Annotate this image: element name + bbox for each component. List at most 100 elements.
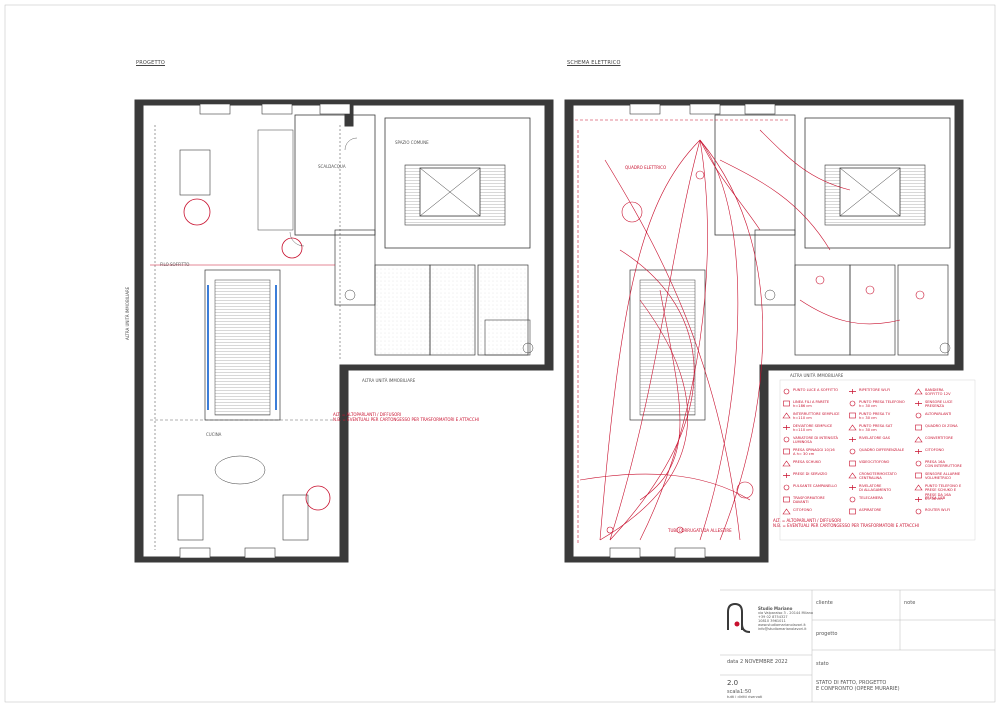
legend-item-smoke: RIVELATORE DI ALLAGAMENTO — [848, 484, 891, 493]
legend-item-dimmer: VARIATORE DI INTENSITÀ LUMINOSA — [782, 436, 838, 445]
legend-label: PRESA USB — [925, 496, 946, 500]
alarm-icon — [783, 496, 790, 503]
legend-item-camera: TELECAMERA — [848, 496, 883, 503]
label-altra-unita-bottom: ALTRA UNITÀ IMMOBILIARE — [362, 378, 416, 383]
studio-email: info@studiomarianolavori.it — [758, 627, 807, 631]
legend-item-switch: INTERRUTTORE SEMPLICE h=110 cm — [782, 412, 840, 421]
legend-label: SENSORE ALLARME VOLUMETRICO — [925, 472, 961, 481]
legend-item-speaker: ALTOPARLANTI — [914, 412, 951, 419]
legend-label: RIVELATORE DI ALLAGAMENTO — [859, 484, 892, 493]
label-altra-unita-left: ALTRA UNITÀ IMMOBILIARE — [125, 286, 130, 340]
legend-item-socket: PRESA SPINAGGI 10/16 A h= 30 cm — [782, 448, 835, 457]
legend-item-tv-socket: CITOFONO — [914, 448, 944, 455]
ceiling-light-icon — [783, 388, 790, 395]
legend-label: BANDIERA SOFFITTO 12V — [925, 388, 951, 397]
usb-icon — [915, 497, 922, 502]
smoke-icon — [849, 485, 856, 490]
legend-item-wall-light: LINEA FILI A PARETE h=186 cm — [782, 400, 829, 409]
studio-name: Studio Mariano — [758, 606, 793, 611]
data-label: data — [727, 659, 739, 665]
legend-item-socket-kitchen: PRESA SCHUKO — [782, 460, 821, 467]
legend-item-sat: PUNTO PRESA SAT h= 30 cm — [848, 424, 892, 433]
tv-socket-icon — [915, 449, 922, 454]
legend-item-shutter: PRESA 16A CON INTERRUTTORE — [914, 460, 962, 469]
legend-item-button: PULSANTE CAMPANELLO — [782, 484, 837, 491]
legend-label: PULSANTE CAMPANELLO — [793, 484, 838, 488]
legend-label: PUNTO PRESA SAT h= 30 cm — [859, 424, 893, 433]
legend-item-alarm-sensor: SENSORE ALLARME VOLUMETRICO — [914, 472, 960, 481]
presence-icon — [915, 401, 922, 406]
stato-label: stato — [816, 661, 829, 667]
legend-item-intercom: CITOFONO — [782, 508, 812, 515]
label-right-note: ALT. = ALTOPARLANTI / DIFFUSORI N.B. = E… — [773, 518, 919, 528]
legend-item-relay: RIVELATORE GAS — [848, 436, 890, 443]
legend-label: PRESA SCHUKO — [793, 460, 821, 464]
videophone-icon — [849, 460, 856, 467]
studio-address: via Valparaiso 3 - 20144 Milano — [758, 611, 813, 615]
legend-item-alarm: TRASFORMATORE DAVANTI — [782, 496, 825, 505]
phone-tv-icon — [914, 484, 923, 491]
legend-label: TRASFORMATORE DAVANTI — [793, 496, 825, 505]
label-tubi-corrugati: TUBI CORRUGATI DA ALLESTIRE — [668, 528, 732, 533]
legend-label: ROUTER WI-FI — [925, 508, 951, 512]
label-filo-soffitto: FILO SOFFITTO — [160, 262, 190, 267]
legend-label: INTERRUTTORE SEMPLICE h=110 cm — [793, 412, 840, 421]
legend-label: VIDEOCITOFONO — [859, 460, 890, 464]
shutter-icon — [915, 460, 922, 467]
legend-label: PUNTO PRESA TV h= 30 cm — [859, 412, 891, 421]
legend-item-zone-panel: QUADRO DI ZONA — [914, 424, 958, 431]
legend-item-aspirator: ASPIRATORE — [848, 508, 881, 515]
legend-item-videophone: VIDEOCITOFONO — [848, 460, 889, 467]
sat-icon — [848, 424, 857, 431]
panel-icon — [849, 448, 856, 455]
legend-label: PUNTO TELEFONO E PRESE SCHUKO E PRESE DA… — [925, 484, 962, 502]
rights-label: tutti i diritti riservati — [727, 695, 763, 699]
legend-item-wifi-router: ROUTER WI-FI — [914, 508, 950, 515]
socket-icon — [783, 448, 790, 455]
scala-label: scala — [727, 689, 740, 695]
legend-item-panel: QUADRO DIFFERENZIALE — [848, 448, 904, 455]
legend-label: RIPETITORE WI-FI — [859, 388, 891, 392]
wall-light-icon — [783, 400, 790, 407]
right-plan-title: SCHEMA ELETTRICO — [567, 60, 621, 66]
legend-item-deviator: DEVIATORE SEMPLICE h=110 cm — [782, 424, 832, 433]
note-label: note — [904, 600, 916, 606]
converter-icon — [914, 436, 923, 443]
electrical-wiring — [575, 119, 925, 545]
legend-label: CONVERTITORE — [925, 436, 954, 440]
bell-icon — [783, 473, 790, 478]
label-scaldacqua: SCALDACQUA — [318, 164, 346, 169]
legend-item-presence: SENSORE LUCE PRESENZA — [914, 400, 953, 409]
zone-panel-icon — [915, 424, 922, 431]
studio-phone: +39 02 8754327 — [758, 615, 788, 619]
dimmer-icon — [783, 436, 790, 443]
button-icon — [783, 484, 790, 491]
relay-icon — [849, 437, 856, 442]
label-spazio-comune: SPAZIO COMUNE — [395, 140, 429, 145]
speaker-icon — [915, 412, 922, 419]
legend-label: PRESA SPINAGGI 10/16 A h= 30 cm — [793, 448, 835, 457]
legend-label: SENSORE LUCE PRESENZA — [925, 400, 953, 409]
studio-logo-dot — [734, 621, 740, 627]
legend-label: ASPIRATORE — [859, 508, 882, 512]
studio-logo — [727, 602, 751, 633]
left-plan — [134, 99, 554, 563]
legend-item-wifi: RIPETITORE WI-FI — [848, 388, 890, 395]
progetto-label: progetto — [816, 631, 838, 637]
alarm-sensor-icon — [915, 472, 922, 479]
right-plan — [564, 99, 964, 563]
legend-item-converter: CONVERTITORE — [914, 436, 953, 443]
legend-item-thermostat: CRONOTERMOSTATO CENTRALINA — [848, 472, 897, 481]
left-plan-title: PROGETTO — [136, 60, 166, 66]
legend-label: PUNTO LUCE A SOFFITTO — [793, 388, 839, 392]
tv-icon — [849, 412, 856, 419]
legend-item-usb: PRESA USB — [914, 496, 945, 503]
legend-item-ceiling-light: PUNTO LUCE A SOFFITTO — [782, 388, 838, 395]
legend-label: TELECAMERA — [859, 496, 883, 500]
wifi-icon — [849, 389, 856, 394]
label-quadro-elettrico: QUADRO ELETTRICO — [625, 165, 667, 170]
studio-vat: 10810 3961011 — [758, 619, 786, 623]
legend-item-fan: BANDIERA SOFFITTO 12V — [914, 388, 951, 397]
